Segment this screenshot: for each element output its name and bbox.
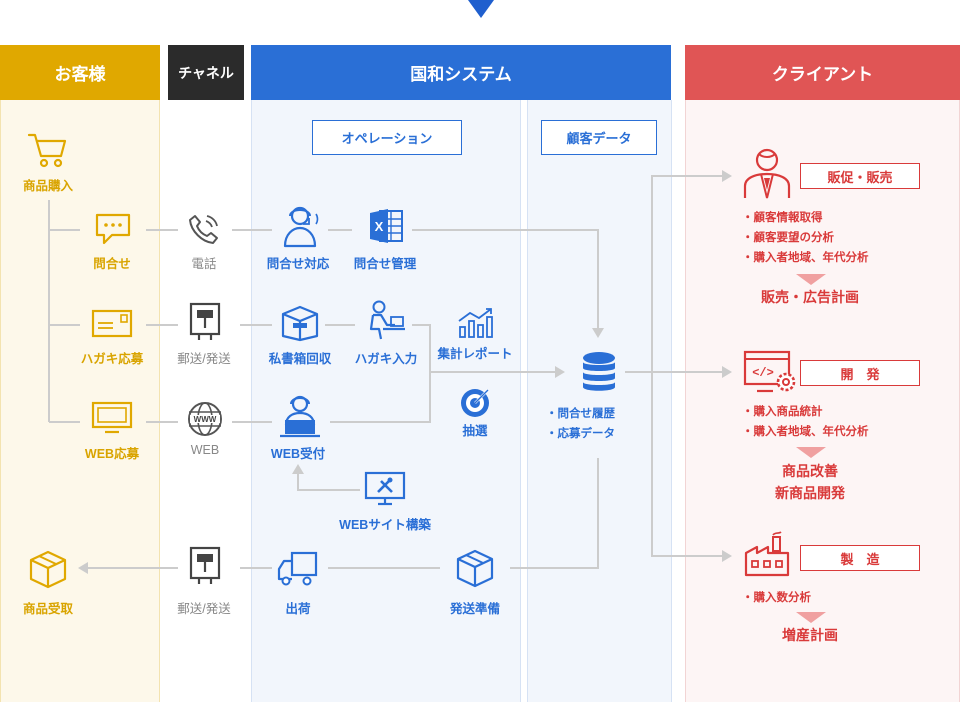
phone-label: 電話 <box>191 257 217 271</box>
mail-label-1: 郵送/発送 <box>177 352 231 366</box>
inquiry-label: 問合せ <box>93 257 131 271</box>
globe-www-icon: WWW <box>188 402 222 436</box>
manufacturing-bullets: ・購入数分析 <box>742 588 811 608</box>
receive-label: 商品受取 <box>22 602 74 616</box>
svg-text:X: X <box>375 219 384 234</box>
development-tag: 開 発 <box>800 360 920 386</box>
database-item: ・応募データ <box>546 428 615 440</box>
postcard-input-label: ハガキ入力 <box>354 352 418 366</box>
web-build-monitor-icon <box>364 471 406 506</box>
sales-bullet: ・顧客情報取得 <box>742 212 823 224</box>
channel-header: チャネル <box>168 45 244 100</box>
inquiry-response-label: 問合せ対応 <box>266 257 330 271</box>
web-reception-label: WEB受付 <box>270 447 326 461</box>
system-data-column <box>527 100 672 702</box>
lottery-label: 抽選 <box>462 424 488 438</box>
cart-icon <box>27 133 67 168</box>
mailbox-icon <box>189 546 221 584</box>
factory-icon <box>744 531 790 577</box>
postcard-icon <box>91 309 133 338</box>
operation-subheader: オペレーション <box>312 120 462 155</box>
web-channel-label: WEB <box>190 443 220 457</box>
mail-label-2: 郵送/発送 <box>177 602 231 616</box>
development-result-line: 新商品開発 <box>775 485 845 501</box>
customer-column <box>0 100 160 702</box>
top-arrow-icon <box>468 0 494 18</box>
manufacturing-result-line: 増産計画 <box>782 627 838 643</box>
web-operator-icon <box>280 395 320 438</box>
chat-bubble-icon <box>95 213 131 245</box>
database-item: ・問合せ履歴 <box>546 408 615 420</box>
web-build-label: WEBサイト構築 <box>339 518 431 532</box>
development-bullets: ・購入商品統計 ・購入者地域、年代分析 <box>742 402 869 442</box>
system-header: 国和システム <box>251 45 671 100</box>
inquiry-management-label: 問合せ管理 <box>353 257 417 271</box>
manufacturing-bullet: ・購入数分析 <box>742 592 811 604</box>
sales-result-line: 販売・広告計画 <box>761 289 859 305</box>
svg-text:</>: </> <box>752 366 774 380</box>
mailbox-icon <box>189 302 221 340</box>
development-result: 商品改善 新商品開発 <box>775 460 845 504</box>
client-header: クライアント <box>685 45 960 100</box>
database-items: ・問合せ履歴 ・応募データ <box>546 404 615 444</box>
truck-icon <box>277 551 318 586</box>
down-arrow-icon <box>796 447 826 458</box>
person-at-desk-icon <box>369 300 405 340</box>
target-icon <box>461 389 489 417</box>
sales-bullets: ・顧客情報取得 ・顧客要望の分析 ・購入者地域、年代分析 <box>742 208 869 268</box>
package-icon <box>29 550 67 589</box>
down-arrow-icon <box>796 274 826 285</box>
web-entry-label: WEB応募 <box>84 447 140 461</box>
sales-result: 販売・広告計画 <box>761 286 859 308</box>
operator-headset-icon <box>283 206 319 248</box>
sales-bullet: ・顧客要望の分析 <box>742 232 834 244</box>
development-result-line: 商品改善 <box>782 463 838 479</box>
customer-data-subheader: 顧客データ <box>541 120 657 155</box>
bar-chart-icon <box>458 308 493 338</box>
database-icon <box>583 352 615 391</box>
report-label: 集計レポート <box>437 347 513 361</box>
postcard-entry-label: ハガキ応募 <box>80 352 144 366</box>
spreadsheet-icon: X <box>370 209 403 243</box>
pobox-label: 私書箱回収 <box>268 352 332 366</box>
svg-text:WWW: WWW <box>194 415 217 424</box>
sales-bullet: ・購入者地域、年代分析 <box>742 252 869 264</box>
manufacturing-tag: 製 造 <box>800 545 920 571</box>
code-gear-icon: </> <box>743 350 796 393</box>
customer-header: お客様 <box>0 45 160 100</box>
shipping-box-icon <box>456 549 494 588</box>
monitor-icon <box>91 401 133 434</box>
sales-tag: 販促・販売 <box>800 163 920 189</box>
phone-icon <box>189 215 218 244</box>
development-bullet: ・購入者地域、年代分析 <box>742 426 869 438</box>
manufacturing-result: 増産計画 <box>782 624 838 646</box>
shipping-label: 出荷 <box>285 602 311 616</box>
box-icon <box>281 305 319 342</box>
purchase-label: 商品購入 <box>22 179 74 193</box>
down-arrow-icon <box>796 612 826 623</box>
development-bullet: ・購入商品統計 <box>742 406 823 418</box>
ship-prep-label: 発送準備 <box>449 602 501 616</box>
client-column <box>685 100 960 702</box>
businessman-icon <box>743 148 791 199</box>
